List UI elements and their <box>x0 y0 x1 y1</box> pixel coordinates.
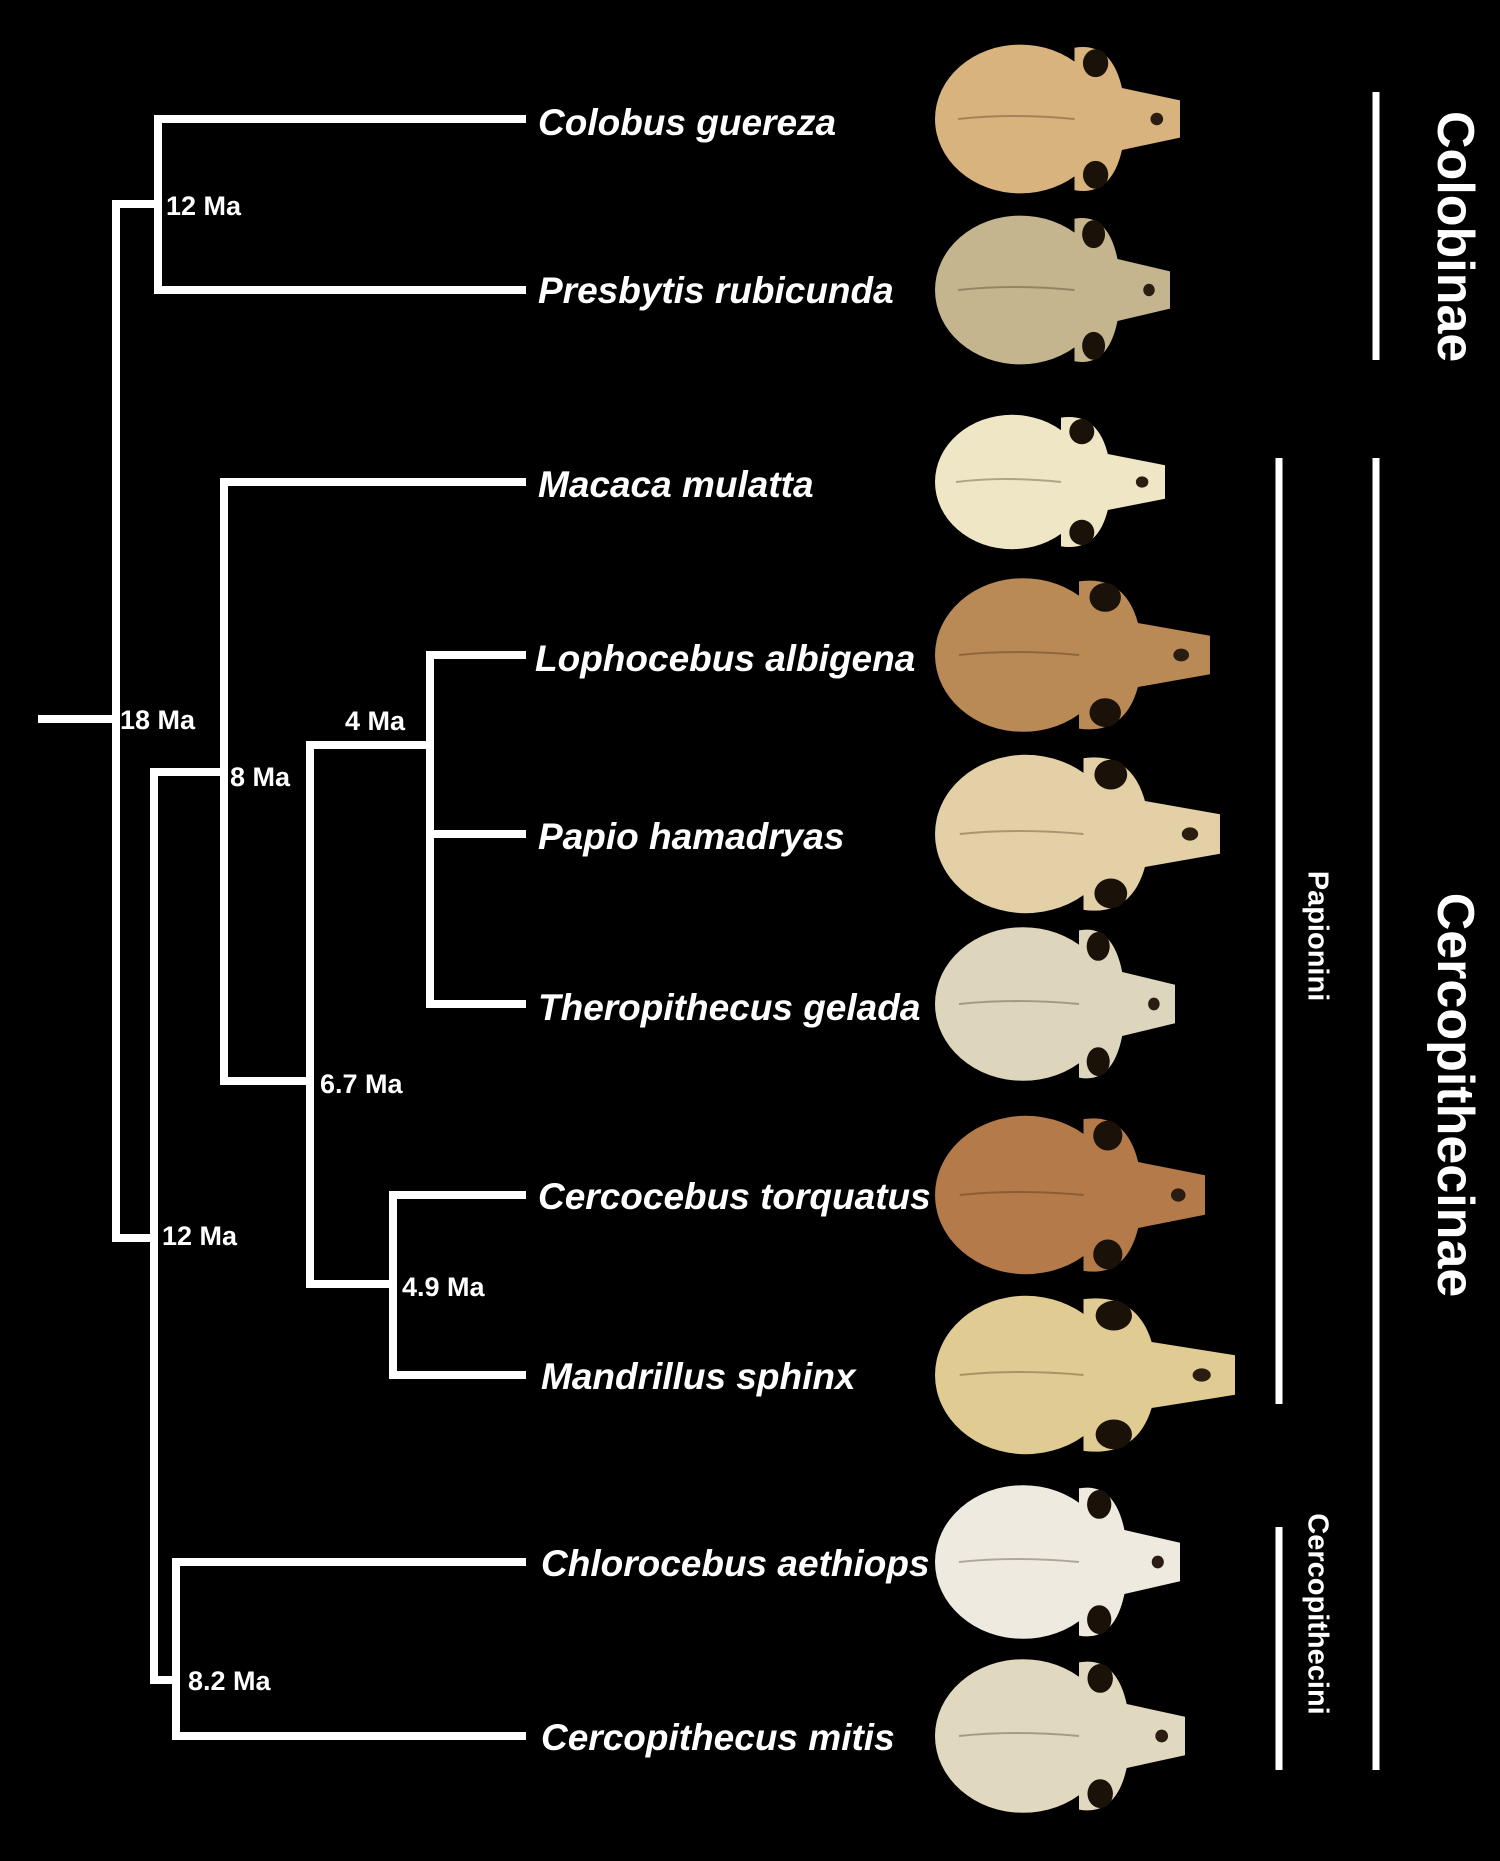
taxon-label-colobus: Colobus guereza <box>538 102 837 143</box>
taxon-label-lophocebus: Lophocebus albigena <box>535 638 916 679</box>
skull-image-colobus <box>935 44 1180 194</box>
node-age-root: 18 Ma <box>120 705 196 735</box>
taxon-label-cercocebus: Cercocebus torquatus <box>538 1176 931 1217</box>
skull-image-lophocebus <box>935 578 1210 732</box>
skull-image-cercopithecus <box>935 1659 1185 1813</box>
node-age-lophocebus-clade: 4 Ma <box>345 706 406 736</box>
node-age-cercocebus-clade: 4.9 Ma <box>402 1272 485 1302</box>
skull-image-theropithecus <box>935 927 1175 1081</box>
taxon-label-macaca: Macaca mulatta <box>538 464 814 505</box>
skull-image-presbytis <box>935 215 1170 365</box>
node-age-papionina: 6.7 Ma <box>320 1069 403 1099</box>
node-age-cercopithecini: 8.2 Ma <box>188 1666 271 1696</box>
group-label-cercopithecini: Cercopithecini <box>1301 1513 1334 1715</box>
group-label-colobinae: Colobinae <box>1426 111 1484 363</box>
taxon-label-presbytis: Presbytis rubicunda <box>538 270 894 311</box>
group-label-papionini: Papionini <box>1301 870 1334 1002</box>
node-age-colobinae: 12 Ma <box>166 191 242 221</box>
taxon-label-chlorocebus: Chlorocebus aethiops <box>541 1543 930 1584</box>
skull-image-cercocebus <box>935 1115 1205 1275</box>
taxon-label-theropithecus: Theropithecus gelada <box>538 987 921 1028</box>
node-age-papionini: 8 Ma <box>230 762 291 792</box>
skull-image-papio <box>935 754 1220 914</box>
taxon-label-cercopithecus: Cercopithecus mitis <box>541 1717 895 1758</box>
skull-image-chlorocebus <box>935 1485 1180 1639</box>
taxon-label-papio: Papio hamadryas <box>538 816 845 857</box>
skull-image-macaca <box>935 414 1165 550</box>
node-age-cercopithecinae: 12 Ma <box>162 1221 238 1251</box>
group-label-cercopithecinae: Cercopithecinae <box>1426 892 1484 1298</box>
taxon-label-mandrillus: Mandrillus sphinx <box>541 1356 856 1397</box>
skull-image-mandrillus <box>935 1295 1235 1455</box>
